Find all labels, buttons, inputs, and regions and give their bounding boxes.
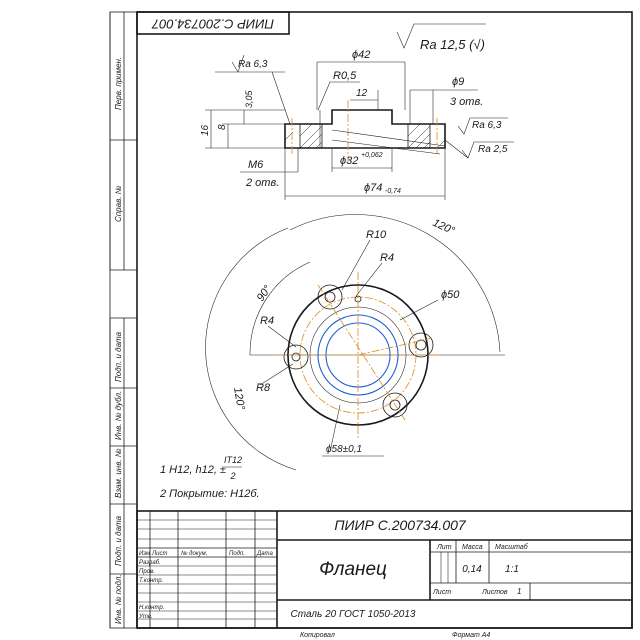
dim-r8: R8 [256,382,271,394]
side-inv-podl: Инв. № подл. [114,574,123,624]
dim-r05: R0,5 [333,70,357,82]
role-dev: Разраб. [139,560,161,566]
dim-holes2: 2 отв. [245,177,279,189]
col-list: Лист [151,551,167,557]
header-lit: Лит [436,544,452,551]
rotated-designation-box: ПИИР С.200734.007 [136,11,290,35]
roughness-top: Ra 6,3 [238,59,268,70]
side-perv-primen: Перв. примен. [114,57,123,110]
roughness-general: Ra 12,5 (√) [420,37,485,52]
roughness-right-top: Ra 6,3 [472,120,502,131]
general-roughness: Ra 12,5 (√) [396,23,486,52]
dim-d32-tol: +0,062 [361,152,383,159]
dim-d9: ϕ9 [452,76,464,88]
col-sign: Подп. [229,551,245,557]
arc-120-outer [205,227,297,471]
arc-90 [249,261,311,356]
stamp-mass: 0,14 [462,564,482,575]
hole-3 [389,399,401,411]
dim-r10: R10 [366,229,387,241]
title-block: Изм Лист № докум. Подп. Дата Разраб. Про… [136,510,633,639]
section-outline [284,109,446,149]
format-label: Формат А4 [452,632,490,639]
side-podp-data-1: Подп. и дата [114,331,123,382]
col-doc: № докум. [181,550,207,557]
note-1-num: IT12 [224,455,242,465]
col-date: Дата [256,551,273,557]
technical-notes: 1 H12, h12, ± IT12 2 2 Покрытие: Н12б. [159,455,260,500]
dim-h16: 16 [200,124,211,136]
sheets-count: 1 [517,587,521,596]
dim-a120b: 120° [231,386,247,411]
side-sprav: Справ. № [114,185,123,222]
role-ncontrol: Н.контр. [139,605,164,611]
side-strip-top: Перв. примен. Справ. № [109,12,137,271]
dim-d50: ϕ50 [441,289,460,301]
stamp-material: Сталь 20 ГОСТ 1050-2013 [291,609,416,620]
role-tcontrol: Т.контр. [139,578,163,584]
role-approve: Утв. [138,614,153,620]
dim-r4-top: R4 [380,252,394,264]
plan-view [205,214,505,471]
role-check: Пров. [139,569,155,575]
stamp-scale: 1:1 [505,564,519,575]
dim-a120: 120° [431,217,457,238]
drawing-border [136,11,633,629]
header-scale: Масштаб [495,543,529,551]
dim-d74-tol: -0,74 [385,188,401,195]
hole-2 [415,339,427,351]
arc-120-top [289,214,501,353]
stamp-name: Фланец [319,559,387,580]
sheet-label: Лист [432,589,451,596]
side-strip-bottom: Подп. и дата Инв. № дубл. Взам. инв. № П… [109,317,137,628]
dim-d58: ϕ58±0,1 [326,444,362,455]
section-hatching [284,123,446,149]
rotated-designation: ПИИР С.200734.007 [151,17,274,32]
side-inv-dubl: Инв. № дубл. [114,391,123,440]
dim-m6: M6 [248,159,264,171]
side-vzam-inv: Взам. инв. № [114,448,123,498]
thread-hole [291,352,301,362]
dim-holes3: 3 отв. [450,96,483,108]
note-1-text: 1 H12, h12, ± [160,464,226,476]
dim-d32: ϕ32 [340,155,358,167]
dim-w12: 12 [356,88,368,99]
stamp-designation: ПИИР С.200734.007 [334,517,467,533]
side-podp-data-2: Подп. и дата [114,515,123,566]
dim-d42: ϕ42 [352,49,370,61]
roughness-right-bottom: Ra 2,5 [478,144,508,155]
col-izm: Изм [139,551,150,557]
hole-1 [324,291,336,303]
dim-d74: ϕ74 [364,182,382,194]
header-mass: Масса [462,544,483,551]
dim-h3: 3,05 [244,89,254,108]
dim-r4-left: R4 [260,315,274,327]
sheet-frame [109,11,633,629]
section-view [284,100,446,162]
copied-label: Копировал [300,632,335,639]
note-2: 2 Покрытие: Н12б. [159,488,260,500]
sheets-label: Листов [481,589,508,596]
dim-h8: 8 [217,124,228,130]
note-1-den: 2 [229,471,235,481]
dim-a90: 90° [255,283,275,304]
section-dimensions: ϕ42 R0,5 12 ϕ9 3 отв. 16 8 3,05 Ra 6,3 [200,49,514,200]
